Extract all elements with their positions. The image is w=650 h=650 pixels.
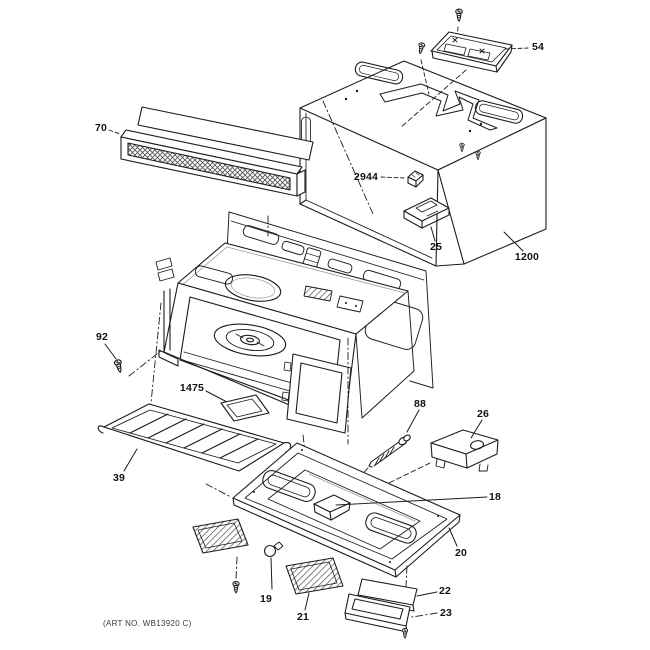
callout-18: 18 xyxy=(488,491,502,503)
callout-39: 39 xyxy=(112,472,126,484)
leader-20 xyxy=(448,527,458,547)
leader-54 xyxy=(504,47,529,50)
leader-18 xyxy=(335,496,488,506)
leader-26 xyxy=(470,419,483,439)
callout-22: 22 xyxy=(438,585,452,597)
callout-2944: 2944 xyxy=(353,171,379,183)
bracket-18 xyxy=(313,494,351,521)
wrapper-case-1200 xyxy=(299,26,547,267)
callout-20: 20 xyxy=(454,547,468,559)
callout-1475: 1475 xyxy=(179,382,205,394)
leader-1475 xyxy=(205,390,228,403)
callout-92: 92 xyxy=(95,331,109,343)
leader-70 xyxy=(108,129,121,135)
vent-cover-54 xyxy=(430,8,529,73)
cover-plate-1475 xyxy=(205,390,270,422)
callout-88: 88 xyxy=(413,398,427,410)
vent-grille-70 xyxy=(108,106,314,197)
top-vent-hatch xyxy=(303,285,333,302)
base-plate-20 xyxy=(205,442,488,578)
bolt-88 xyxy=(337,409,420,501)
callout-21: 21 xyxy=(296,611,310,623)
leader-1200 xyxy=(503,231,524,252)
frame-23 xyxy=(344,593,438,639)
door-frame xyxy=(286,353,352,434)
leader-39 xyxy=(123,448,138,472)
bottom-parts xyxy=(192,518,438,639)
callout-25: 25 xyxy=(429,241,443,253)
callout-26: 26 xyxy=(476,408,490,420)
screw-hole-dots xyxy=(344,89,483,133)
grille-crosshatch xyxy=(127,142,291,191)
screw-92 xyxy=(104,343,125,374)
callout-70: 70 xyxy=(94,122,108,134)
screw-icon xyxy=(113,358,125,374)
leader-23 xyxy=(411,612,438,618)
bracket-26 xyxy=(355,419,499,500)
art-number: (ART NO. WB13920 C) xyxy=(103,619,192,628)
clip-2944 xyxy=(380,170,424,188)
callout-19: 19 xyxy=(259,593,273,605)
leader-22 xyxy=(416,591,438,597)
leader-21 xyxy=(304,592,310,611)
oven-cavity xyxy=(128,215,415,462)
leader-2944 xyxy=(380,176,405,179)
rack-39 xyxy=(97,403,292,472)
screw-icon xyxy=(232,580,240,594)
leader-92 xyxy=(104,343,117,360)
screw-icon xyxy=(455,8,463,22)
callout-1200: 1200 xyxy=(514,251,540,263)
lamp-19 xyxy=(263,541,284,590)
leader-25 xyxy=(430,226,436,242)
screw-icon xyxy=(401,628,409,639)
leader-88 xyxy=(406,409,420,433)
bracket-25 xyxy=(403,197,450,242)
callout-54: 54 xyxy=(531,41,545,53)
turntable xyxy=(213,323,287,357)
screw-icon xyxy=(416,41,426,55)
callout-23: 23 xyxy=(439,607,453,619)
grease-filter xyxy=(192,518,249,554)
leader-19 xyxy=(270,557,273,590)
